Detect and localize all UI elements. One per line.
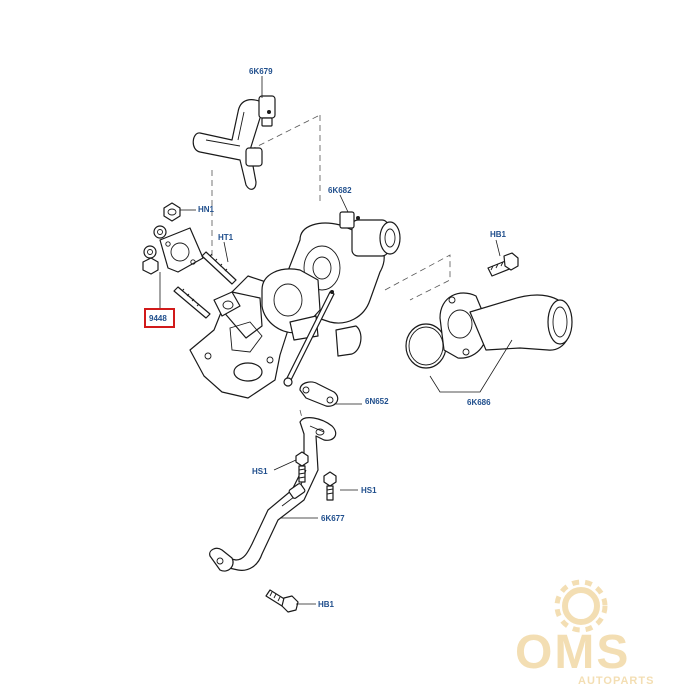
washer-hn1[interactable]: [142, 225, 167, 275]
bolt-hs1-right[interactable]: [323, 471, 337, 501]
turbocharger-6k682[interactable]: [261, 211, 401, 387]
callout-hb1-top[interactable]: HB1: [490, 230, 507, 239]
bolt-hb1-top[interactable]: [487, 252, 519, 277]
oil-return-pipe-6k677[interactable]: [209, 417, 337, 572]
o-ring[interactable]: [405, 323, 447, 369]
callout-6k677[interactable]: 6K677: [321, 514, 345, 523]
oil-feed-hose-6k679[interactable]: [192, 95, 276, 190]
leader-lines: [159, 76, 513, 605]
callout-6k679[interactable]: 6K679: [249, 67, 273, 76]
highlight-box-9448: [144, 308, 175, 328]
callout-hb1-bottom[interactable]: HB1: [318, 600, 335, 609]
watermark-brand: OMS: [515, 626, 630, 679]
exhaust-gasket-9448[interactable]: [159, 227, 204, 273]
bolt-hs1-left[interactable]: [295, 451, 309, 483]
callout-labels: 6K679 6K682 HN1 HT1 HB1 9448 6K686 6N652…: [144, 67, 507, 609]
intake-pipe-6k686[interactable]: [439, 292, 573, 359]
gasket-6n652[interactable]: [299, 381, 339, 407]
watermark-logo: OMS AUTOPARTS: [515, 579, 654, 687]
callout-9448[interactable]: 9448: [149, 314, 167, 323]
callout-6n652[interactable]: 6N652: [365, 397, 389, 406]
callout-hn1[interactable]: HN1: [198, 205, 215, 214]
callout-hs1-left[interactable]: HS1: [252, 467, 268, 476]
callout-ht1[interactable]: HT1: [218, 233, 234, 242]
callout-6k686[interactable]: 6K686: [467, 398, 491, 407]
bolt-hb1-bottom[interactable]: [265, 589, 299, 613]
stud-ht1[interactable]: [173, 251, 237, 319]
watermark-sub: AUTOPARTS: [578, 675, 654, 687]
nut-hn1[interactable]: [163, 202, 181, 222]
gear-icon: [554, 579, 608, 633]
callout-6k682[interactable]: 6K682: [328, 186, 352, 195]
callout-hs1-right[interactable]: HS1: [361, 486, 377, 495]
